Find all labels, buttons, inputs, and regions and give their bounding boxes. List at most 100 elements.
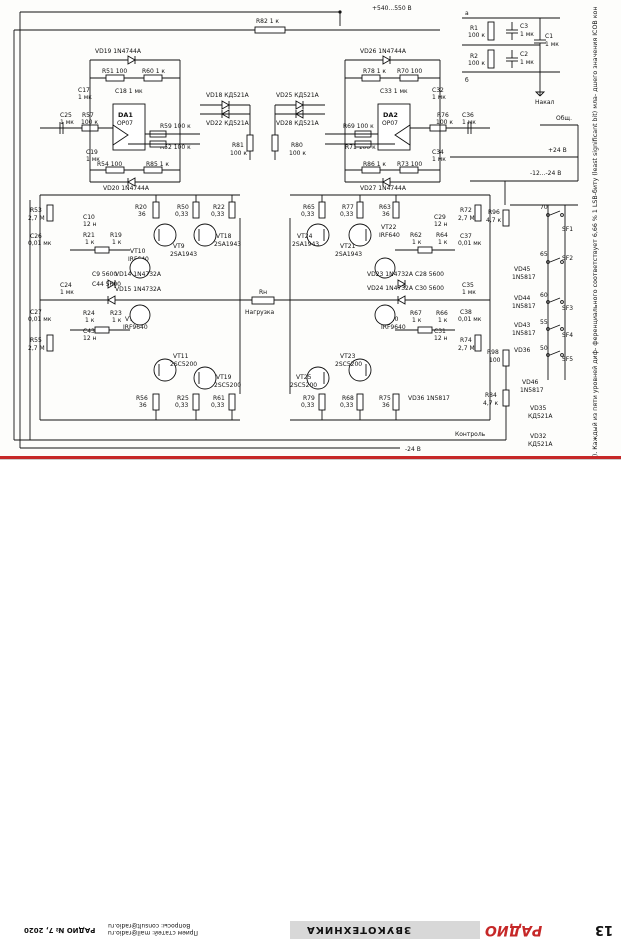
svg-text:R21: R21 [83, 232, 95, 239]
svg-text:60: 60 [540, 292, 548, 299]
svg-text:VD15 1N4732A: VD15 1N4732A [115, 286, 162, 293]
svg-text:1 к: 1 к [85, 239, 95, 246]
svg-text:С36: С36 [462, 112, 474, 119]
svg-text:1 мк: 1 мк [545, 41, 559, 48]
svg-text:R55: R55 [30, 337, 42, 344]
c44-label: С44 5600 [92, 281, 121, 288]
node-b-label: б [465, 77, 469, 84]
svg-text:R24: R24 [83, 310, 95, 317]
svg-text:VD32: VD32 [530, 433, 547, 440]
svg-text:VD44: VD44 [514, 295, 531, 302]
svg-text:VT9: VT9 [173, 243, 185, 250]
r86-label: R86 1 к [363, 161, 386, 168]
svg-text:С31: С31 [434, 328, 446, 335]
svg-text:R50: R50 [177, 204, 189, 211]
svg-text:SF1: SF1 [562, 226, 573, 233]
svg-text:SF5: SF5 [562, 356, 573, 363]
r73-label: R73 100 [397, 161, 422, 168]
page-footer: 13 РАДИО ЗВУКОТЕХНИКА Прием статей: mail… [0, 459, 621, 939]
svg-text:12 н: 12 н [83, 335, 97, 342]
load: Rн Нагрузка [240, 289, 290, 316]
svg-text:0,33: 0,33 [175, 402, 189, 409]
svg-text:R56: R56 [136, 395, 148, 402]
svg-text:R61: R61 [213, 395, 225, 402]
vd19-label: VD19 1N4744A [95, 48, 142, 55]
magazine-logo: РАДИО [485, 922, 543, 938]
svg-text:С17: С17 [78, 87, 90, 94]
svg-text:R75: R75 [379, 395, 391, 402]
svg-text:1 мк: 1 мк [520, 31, 534, 38]
contact-url-2: Вопросы: consult@radio.ru [108, 922, 191, 929]
svg-text:IRF9640: IRF9640 [123, 324, 148, 331]
svg-text:50: 50 [540, 345, 548, 352]
contact-urls: Прием статей: mail@radio.ru Вопросы: con… [108, 922, 198, 936]
svg-text:1 мк: 1 мк [60, 119, 74, 126]
svg-text:КД521А: КД521А [528, 441, 553, 448]
svg-text:2SC5200: 2SC5200 [290, 382, 317, 389]
svg-text:65: 65 [540, 251, 548, 258]
svg-text:С10: С10 [83, 214, 95, 221]
svg-text:VT22: VT22 [381, 224, 397, 231]
svg-text:1 мк: 1 мк [432, 94, 446, 101]
svg-text:1N5817: 1N5817 [512, 330, 536, 337]
svg-text:2SC5200: 2SC5200 [214, 382, 241, 389]
svg-text:С29: С29 [434, 214, 446, 221]
hv-rail: R82 1 к +540...550 В [13, 5, 440, 448]
svg-text:VD23 1N4732A: VD23 1N4732A [367, 271, 414, 278]
minus24-label: -24 В [405, 446, 421, 453]
vd28-label: VD28 КД521А [276, 120, 320, 127]
svg-text:VD46: VD46 [522, 379, 539, 386]
svg-text:VT18: VT18 [216, 233, 232, 240]
r54-label: R54 100 [97, 161, 122, 168]
vd26-label: VD26 1N4744A [360, 48, 407, 55]
svg-text:R53: R53 [30, 207, 42, 214]
section-title: ЗВУКОТЕХНИКА [306, 924, 412, 935]
da1-label: DA1 [118, 111, 133, 119]
svg-text:R64: R64 [436, 232, 448, 239]
svg-text:R84: R84 [485, 392, 497, 399]
r52-label: R52 100 к [160, 144, 191, 151]
svg-text:2SA1943: 2SA1943 [292, 241, 319, 248]
svg-text:0,33: 0,33 [211, 402, 225, 409]
svg-text:0,33: 0,33 [211, 211, 225, 218]
c33-label: С33 1 мк [380, 88, 408, 95]
hv-supply-label: +540...550 В [372, 5, 412, 12]
svg-text:2,7 М: 2,7 М [28, 215, 45, 222]
svg-text:R77: R77 [342, 204, 354, 211]
svg-text:С28 5600: С28 5600 [415, 271, 444, 278]
svg-text:2SA1943: 2SA1943 [335, 251, 362, 258]
svg-text:R80: R80 [291, 142, 303, 149]
svg-text:IRF9640: IRF9640 [381, 324, 406, 331]
svg-text:VD24 1N4732A: VD24 1N4732A [367, 285, 414, 292]
r1-label: R1 [470, 25, 478, 32]
svg-text:1 мк: 1 мк [78, 94, 92, 101]
svg-text:12 н: 12 н [434, 221, 448, 228]
c2-label: С2 [520, 51, 528, 58]
svg-text:55: 55 [540, 319, 548, 326]
svg-text:1 к: 1 к [412, 239, 422, 246]
svg-text:С9 5600: С9 5600 [92, 271, 117, 278]
svg-text:R25: R25 [177, 395, 189, 402]
r82-resistor [254, 26, 286, 34]
c3-label: С3 [520, 23, 528, 30]
svg-text:0,33: 0,33 [301, 402, 315, 409]
rn-label: Rн [259, 289, 267, 296]
svg-text:12 н: 12 н [434, 335, 448, 342]
op07-right-label: OP07 [382, 120, 398, 127]
svg-text:100 к: 100 к [468, 60, 485, 67]
svg-text:R23: R23 [110, 310, 122, 317]
op07-left-label: OP07 [117, 120, 133, 127]
contact-url-1: Прием статей: mail@radio.ru [108, 929, 199, 936]
c1-label: С1 [545, 33, 553, 40]
svg-text:VT11: VT11 [173, 353, 189, 360]
r78-label: R78 1 к [363, 68, 386, 75]
vd22-label: VD22 КД521А [206, 120, 250, 127]
svg-text:R76: R76 [437, 112, 449, 119]
svg-text:0,33: 0,33 [340, 211, 354, 218]
footer-accent-stripe [0, 456, 621, 459]
svg-text:R68: R68 [342, 395, 354, 402]
svg-text:VT21: VT21 [340, 243, 356, 250]
